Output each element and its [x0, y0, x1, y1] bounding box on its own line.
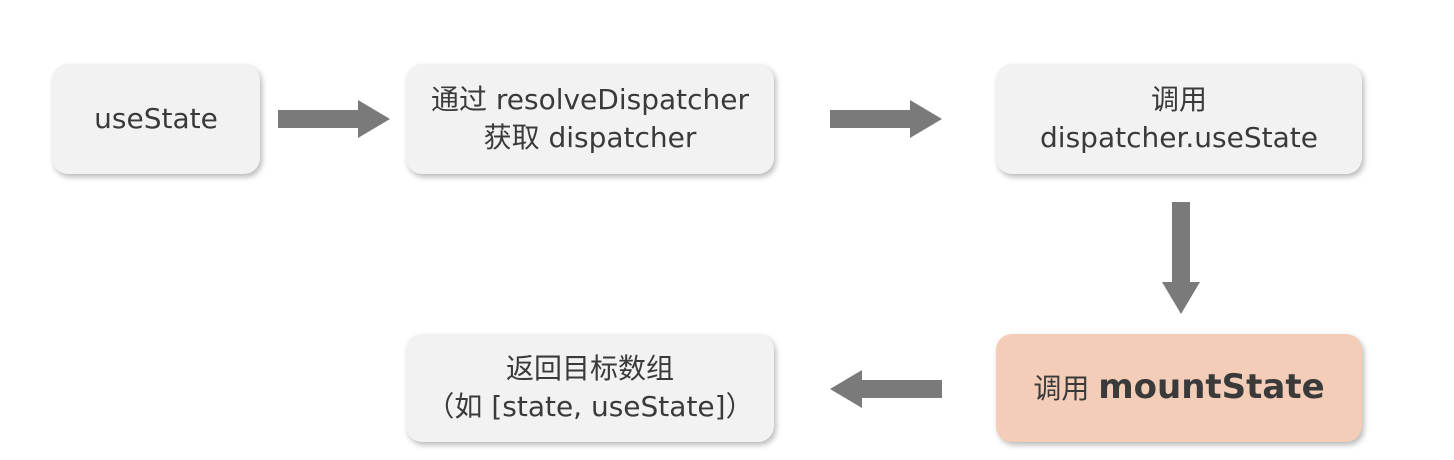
node-resolve-dispatcher-line1: 通过 resolveDispatcher — [430, 83, 750, 116]
arrow-left — [830, 370, 942, 408]
node-call-dispatcher-line2: dispatcher.useState — [1040, 121, 1318, 154]
node-return-array-line1: 返回目标数组 — [505, 352, 674, 385]
node-return-array-line2: （如 [state, useState]） — [426, 390, 754, 423]
node-call-dispatcher-line1: 调用 — [1150, 83, 1207, 116]
node-mount-state-prefix: 调用 — [1033, 372, 1090, 405]
node-resolve-dispatcher: 通过 resolveDispatcher 获取 dispatcher — [406, 64, 774, 174]
node-use-state: useState — [52, 64, 260, 174]
arrow-right-1 — [278, 100, 390, 138]
node-return-array: 返回目标数组 （如 [state, useState]） — [406, 334, 774, 442]
node-mount-state-method: mountState — [1098, 367, 1325, 407]
node-call-dispatcher: 调用 dispatcher.useState — [996, 64, 1362, 174]
arrow-down — [1162, 202, 1200, 314]
node-mount-state-label: 调用 mountState — [1033, 368, 1324, 408]
arrow-right-2 — [830, 100, 942, 138]
node-use-state-label: useState — [94, 102, 218, 135]
node-mount-state: 调用 mountState — [996, 334, 1362, 442]
node-resolve-dispatcher-line2: 获取 dispatcher — [483, 121, 697, 154]
